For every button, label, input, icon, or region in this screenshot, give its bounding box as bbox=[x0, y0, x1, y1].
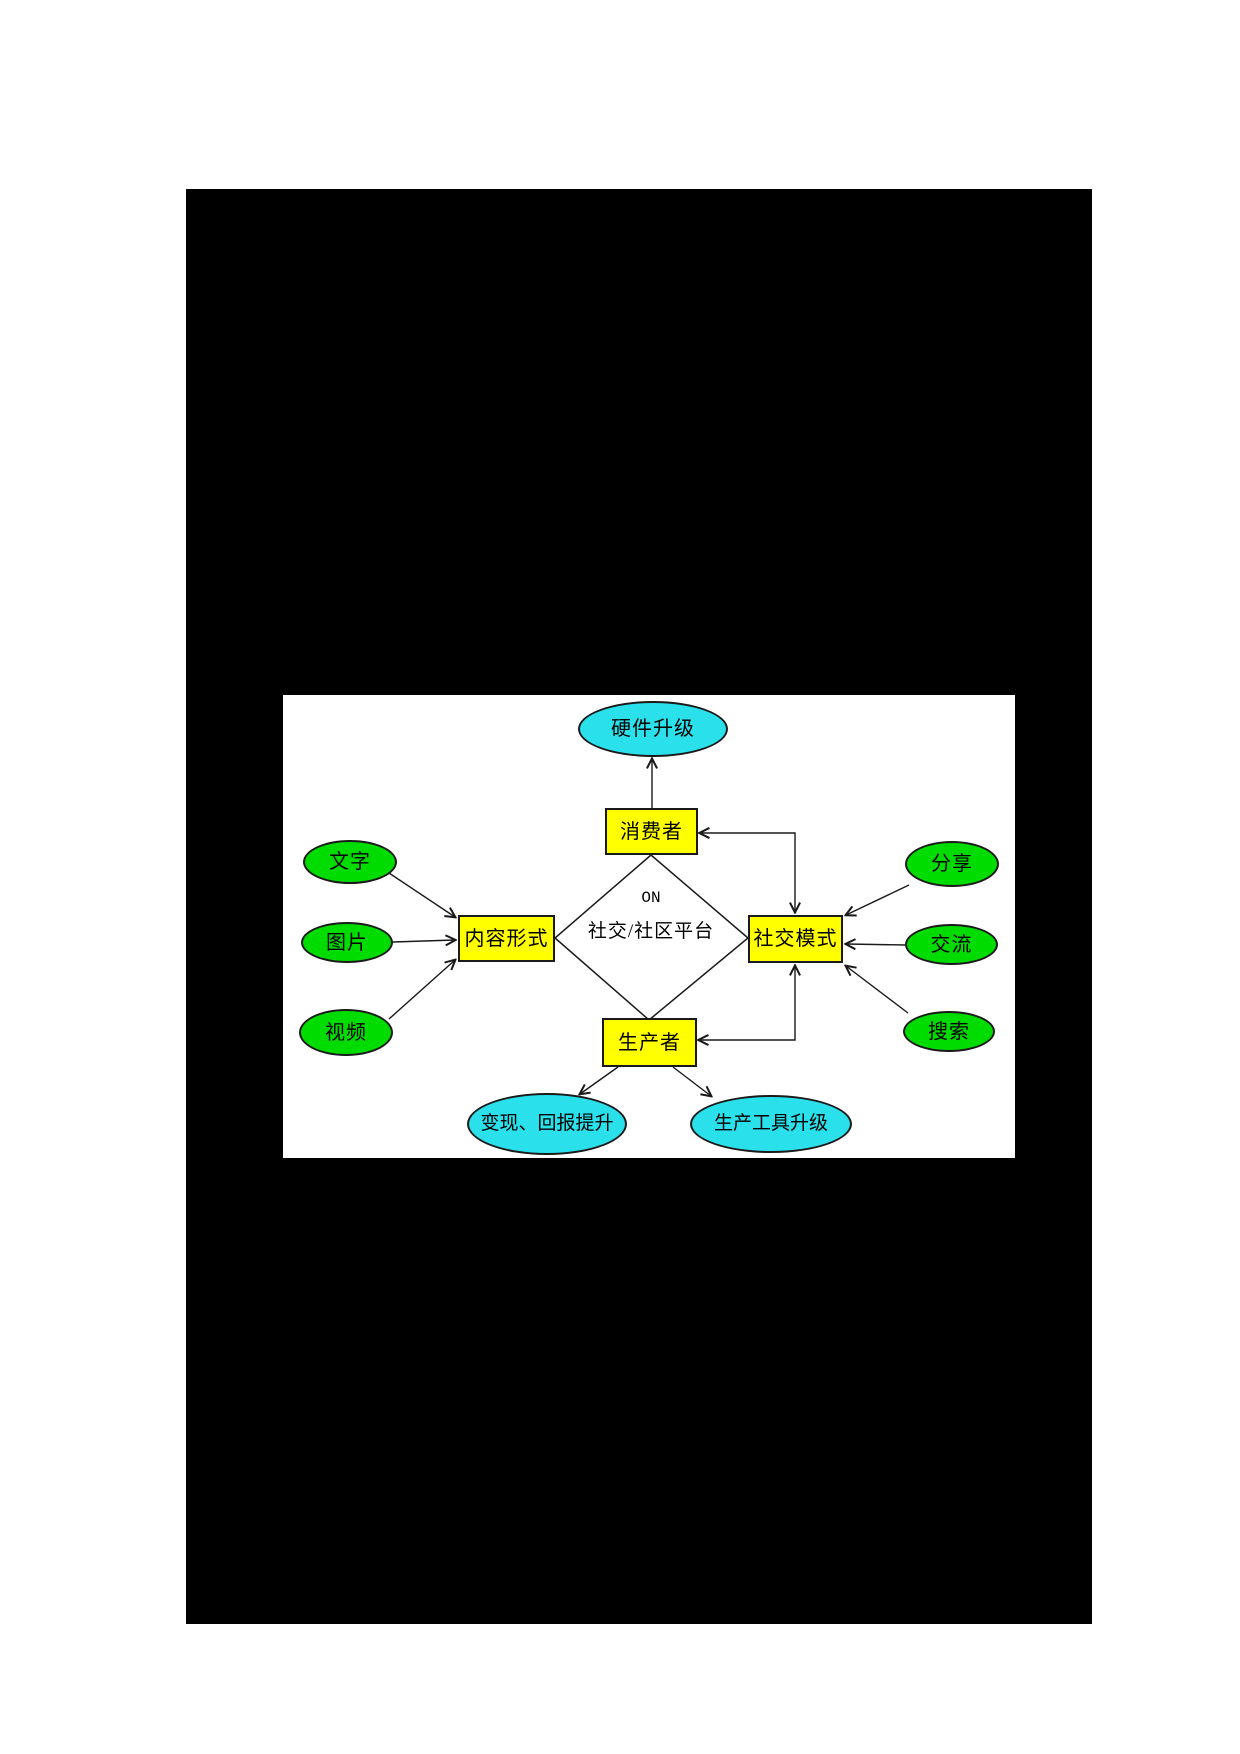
edge-communicate-socialmode bbox=[846, 944, 906, 945]
edge-search-socialmode bbox=[846, 966, 909, 1014]
edge-socialmode-consumer bbox=[700, 833, 795, 912]
box-producer: 生产者 bbox=[602, 1018, 697, 1067]
edge-socialmode-producer bbox=[699, 966, 795, 1040]
diamond-line2: 社交/社区平台 bbox=[587, 921, 715, 942]
box-content-form: 内容形式 bbox=[458, 915, 555, 962]
edge-text-contentform bbox=[388, 872, 455, 917]
ellipse-production-tool-upgrade: 生产工具升级 bbox=[690, 1095, 852, 1153]
ellipse-image: 图片 bbox=[301, 922, 393, 963]
ellipse-share: 分享 bbox=[905, 841, 999, 887]
diamond-label: ON 社交/社区平台 bbox=[553, 889, 749, 943]
edge-share-socialmode bbox=[846, 884, 910, 915]
ellipse-video: 视频 bbox=[299, 1009, 393, 1056]
box-consumer: 消费者 bbox=[605, 808, 698, 855]
box-social-mode: 社交模式 bbox=[748, 915, 843, 963]
ellipse-search: 搜索 bbox=[903, 1011, 995, 1052]
edge-producer-monetization bbox=[580, 1066, 619, 1094]
ellipse-text: 文字 bbox=[303, 840, 397, 884]
diamond-line1: ON bbox=[641, 889, 661, 907]
edge-producer-tool bbox=[672, 1066, 711, 1096]
document-page: ON 社交/社区平台 消费者 内容形式 社交模式 生产者 硬件升级 变现、回报提… bbox=[186, 189, 1092, 1624]
edge-video-contentform bbox=[388, 960, 455, 1020]
ellipse-communicate: 交流 bbox=[905, 924, 998, 965]
ellipse-monetization-return: 变现、回报提升 bbox=[467, 1093, 627, 1155]
edge-image-contentform bbox=[392, 940, 455, 942]
ellipse-hardware-upgrade: 硬件升级 bbox=[578, 701, 728, 757]
diagram-canvas: ON 社交/社区平台 消费者 内容形式 社交模式 生产者 硬件升级 变现、回报提… bbox=[283, 695, 1015, 1158]
